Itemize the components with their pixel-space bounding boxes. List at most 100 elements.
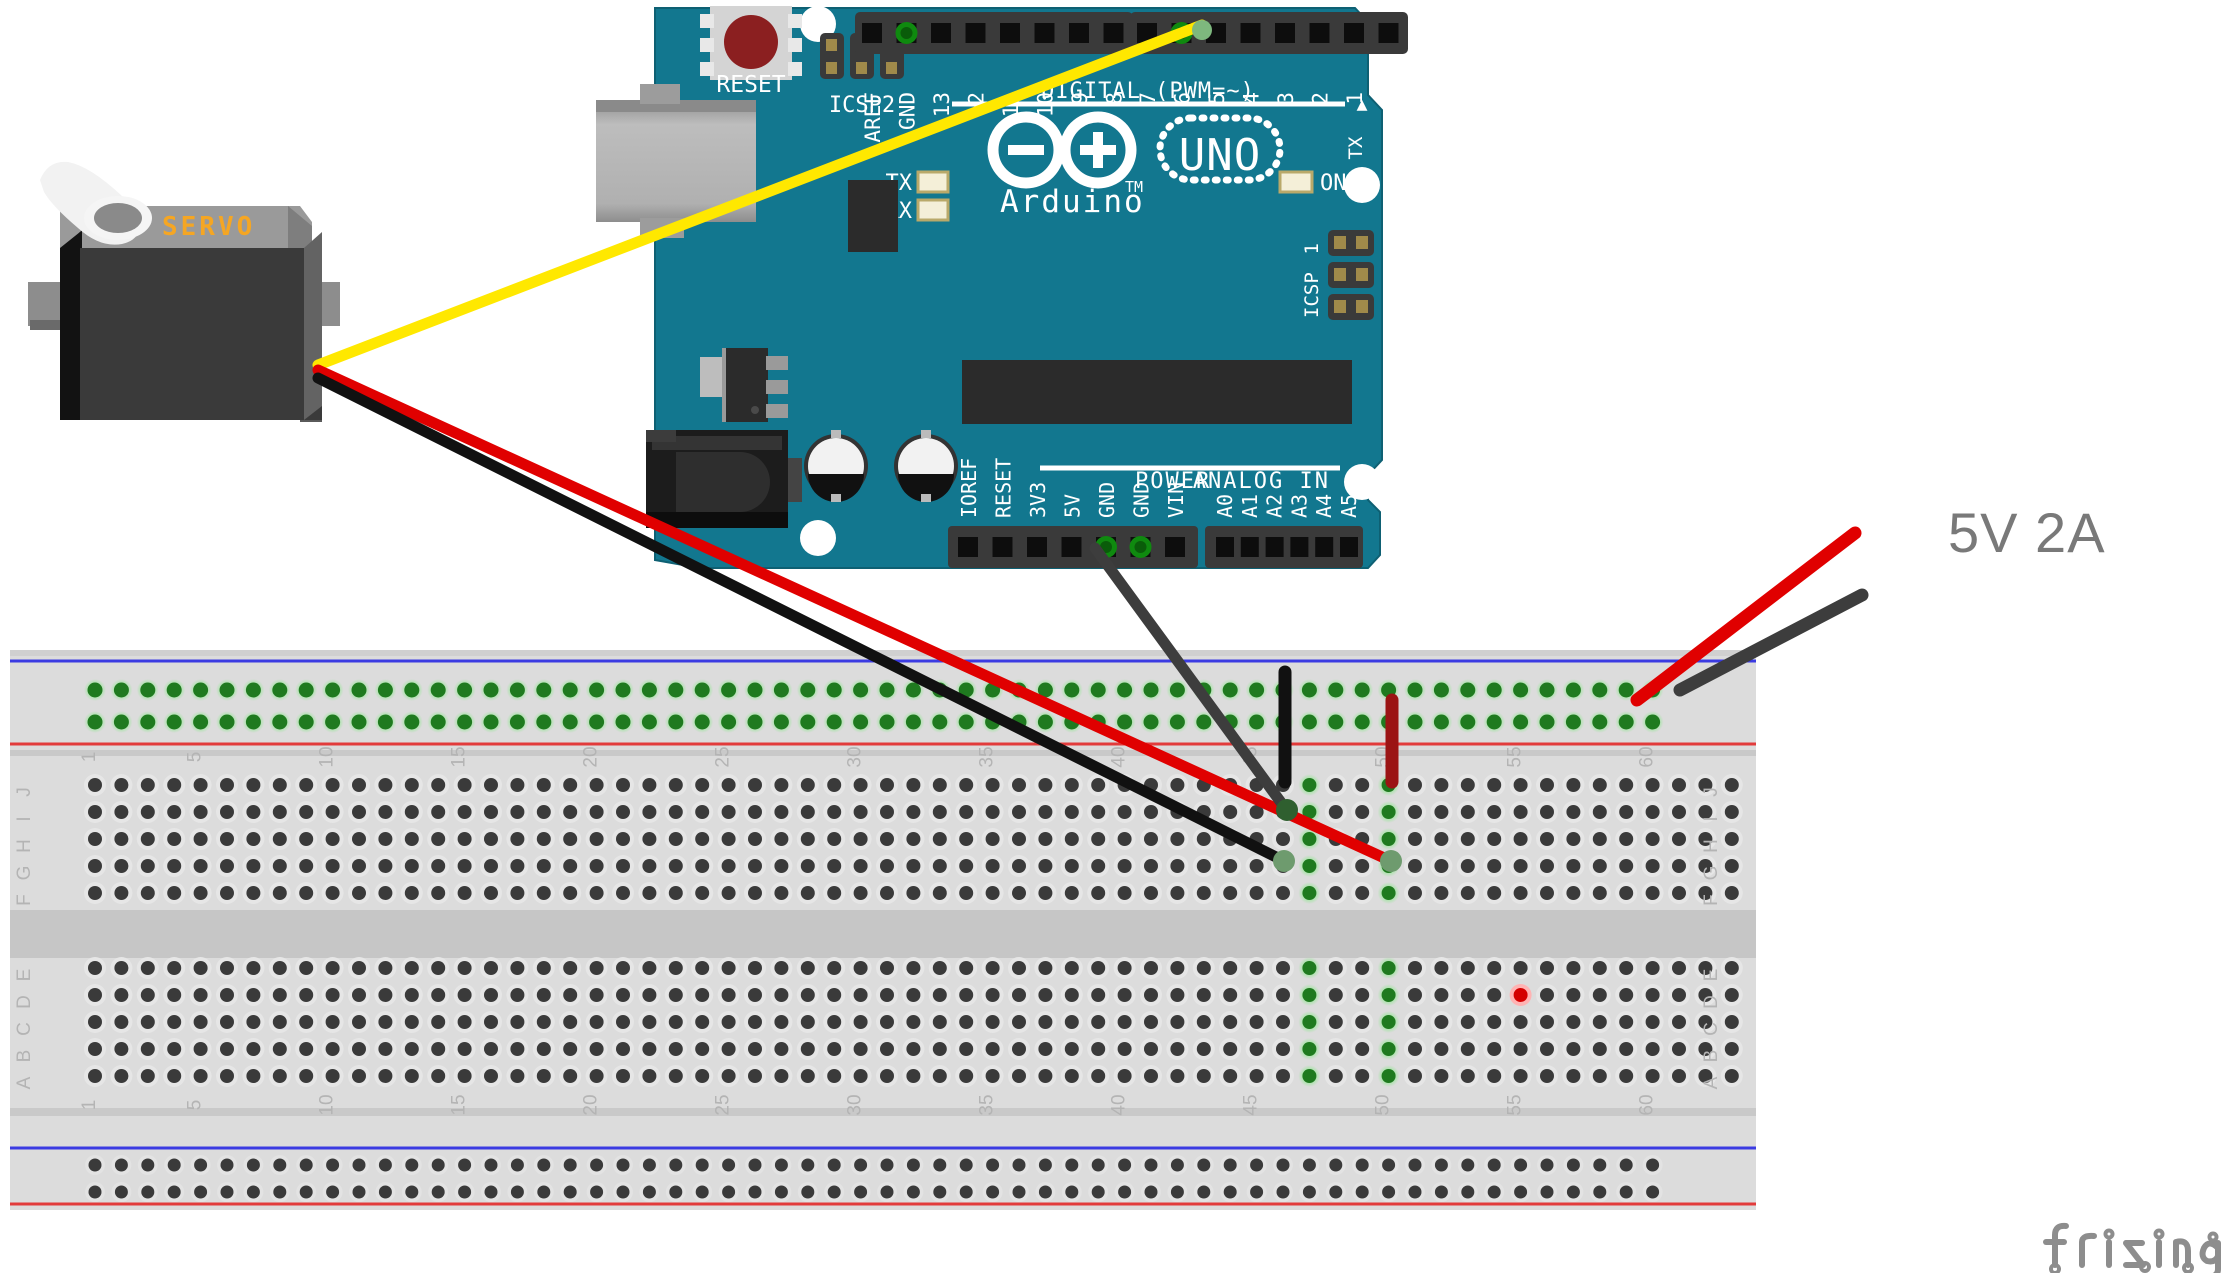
analog-pin-label-A4: A4 bbox=[1312, 494, 1336, 518]
reset-label: RESET bbox=[716, 72, 785, 98]
svg-text:F: F bbox=[1701, 894, 1722, 906]
analog-pin-label-A2: A2 bbox=[1263, 494, 1287, 518]
digital-pin-label-AREF: AREF bbox=[861, 92, 885, 143]
svg-text:60: 60 bbox=[1637, 746, 1658, 767]
mounting-hole bbox=[800, 520, 836, 556]
reset-button[interactable] bbox=[700, 6, 802, 80]
wire-psu-negative[interactable] bbox=[1673, 588, 1869, 697]
crystal-oscillator bbox=[700, 357, 722, 397]
voltage-regulator bbox=[722, 348, 788, 422]
svg-text:5: 5 bbox=[185, 1100, 206, 1111]
svg-text:30: 30 bbox=[845, 1094, 866, 1115]
svg-text:60: 60 bbox=[1637, 1094, 1658, 1115]
wire-end-servo-power bbox=[1380, 850, 1402, 872]
power-pin-label-GND: GND bbox=[1130, 482, 1154, 518]
icsp-header[interactable] bbox=[1328, 230, 1374, 320]
svg-text:J: J bbox=[14, 787, 35, 797]
serial-label-RX: RX bbox=[1380, 136, 1402, 159]
svg-text:10: 10 bbox=[317, 1094, 338, 1115]
digital-header-label: DIGITAL (PWM=~) bbox=[1041, 79, 1255, 104]
servo-motor[interactable]: SERVO bbox=[28, 161, 340, 422]
svg-text:15: 15 bbox=[449, 1094, 470, 1115]
digital-pin-label-3: 3 bbox=[1274, 92, 1298, 105]
svg-text:I: I bbox=[14, 816, 35, 821]
svg-text:45: 45 bbox=[1241, 1094, 1262, 1115]
breadboard[interactable]: 1155101015152020252530303535404045455050… bbox=[10, 650, 1756, 1210]
mounting-hole bbox=[1344, 464, 1380, 500]
icsp-label: ICSP bbox=[1301, 272, 1323, 318]
svg-text:35: 35 bbox=[977, 746, 998, 767]
svg-text:55: 55 bbox=[1505, 746, 1526, 767]
mounting-hole bbox=[1344, 167, 1380, 203]
svg-text:D: D bbox=[1701, 995, 1722, 1009]
icsp-pin1-label: 1 bbox=[1301, 243, 1323, 254]
svg-text:I: I bbox=[1701, 816, 1722, 821]
svg-text:50: 50 bbox=[1373, 1094, 1394, 1115]
svg-text:E: E bbox=[1701, 969, 1722, 982]
digital-pin-label-6: 6 bbox=[1171, 92, 1195, 105]
svg-text:H: H bbox=[14, 839, 35, 853]
wire-servo-power[interactable] bbox=[312, 364, 1399, 868]
power-pin-label-5V: 5V bbox=[1061, 494, 1085, 518]
wire-servo-ground[interactable] bbox=[312, 372, 1292, 868]
usb-controller-chip bbox=[848, 180, 898, 252]
icsp2-label: ICSP2 bbox=[829, 93, 895, 118]
digital-pin-label-7: 7 bbox=[1136, 92, 1160, 105]
digital-pin-label-GND: GND bbox=[896, 92, 920, 130]
arrow-up-icon: ▲ bbox=[1357, 94, 1368, 115]
svg-text:F: F bbox=[14, 894, 35, 906]
svg-text:J: J bbox=[1701, 787, 1722, 797]
uno-model-label: UNO bbox=[1179, 130, 1261, 181]
power-pin-label-3V3: 3V3 bbox=[1026, 482, 1050, 518]
wire-end-arduino-gnd bbox=[1276, 799, 1298, 821]
svg-text:15: 15 bbox=[449, 746, 470, 767]
on-led-label: ON bbox=[1320, 171, 1347, 196]
digital-pin-label-2: 2 bbox=[1309, 92, 1333, 105]
arduino-brand-label: Arduino bbox=[1000, 184, 1145, 220]
analog-header[interactable] bbox=[1205, 526, 1363, 568]
analog-pin-label-A3: A3 bbox=[1287, 494, 1311, 518]
svg-text:A: A bbox=[1701, 1076, 1722, 1089]
svg-text:H: H bbox=[1701, 839, 1722, 853]
svg-text:30: 30 bbox=[845, 746, 866, 767]
wire-arduino-gnd[interactable] bbox=[1089, 542, 1294, 818]
capacitors bbox=[804, 430, 958, 502]
digital-header-left[interactable] bbox=[855, 12, 1133, 54]
wire-psu-positive[interactable] bbox=[1630, 526, 1862, 707]
digital-pin-label-13: 13 bbox=[930, 92, 954, 117]
power-supply-label: 5V 2A bbox=[1948, 501, 2106, 564]
power-header-label: POWER bbox=[1135, 469, 1211, 494]
svg-text:G: G bbox=[1701, 866, 1722, 881]
power-pin-label-VIN: VIN bbox=[1164, 482, 1188, 518]
svg-text:20: 20 bbox=[581, 746, 602, 767]
arduino-trademark-label: TM bbox=[1125, 178, 1143, 196]
svg-text:B: B bbox=[1701, 1050, 1722, 1063]
servo-label: SERVO bbox=[162, 212, 255, 242]
svg-text:25: 25 bbox=[713, 746, 734, 767]
svg-text:40: 40 bbox=[1109, 1094, 1130, 1115]
svg-text:40: 40 bbox=[1109, 746, 1130, 767]
analog-pin-label-A0: A0 bbox=[1213, 494, 1237, 518]
power-pin-label-GND: GND bbox=[1095, 482, 1119, 518]
breadboard-holes bbox=[84, 679, 1743, 1202]
arduino-logo-icon bbox=[987, 111, 1137, 189]
svg-text:35: 35 bbox=[977, 1094, 998, 1115]
wire-end-pin6 bbox=[1192, 20, 1212, 40]
wire-end-servo-ground bbox=[1273, 850, 1295, 872]
fritzing-watermark bbox=[2043, 1222, 2221, 1273]
wire-servo-signal-to-pin6[interactable] bbox=[312, 19, 1208, 371]
arduino-uno-board[interactable]: RESET ICSP2 AREFGND131211~10~9~8 bbox=[596, 6, 1408, 569]
digital-pin-label-9: 9 bbox=[1068, 92, 1092, 105]
digital-pin-label-4: 4 bbox=[1240, 92, 1264, 105]
svg-text:G: G bbox=[14, 866, 35, 881]
power-header[interactable] bbox=[948, 526, 1198, 568]
svg-text:C: C bbox=[14, 1022, 35, 1036]
tx-led bbox=[916, 170, 950, 194]
digital-pin-label-0: 0 bbox=[1378, 92, 1402, 105]
analog-header-label: ANALOG IN bbox=[1193, 469, 1330, 494]
usb-connector bbox=[596, 84, 756, 238]
svg-text:20: 20 bbox=[581, 1094, 602, 1115]
digital-pin-label-1: 1 bbox=[1343, 92, 1367, 105]
analog-pin-label-A5: A5 bbox=[1337, 494, 1361, 518]
